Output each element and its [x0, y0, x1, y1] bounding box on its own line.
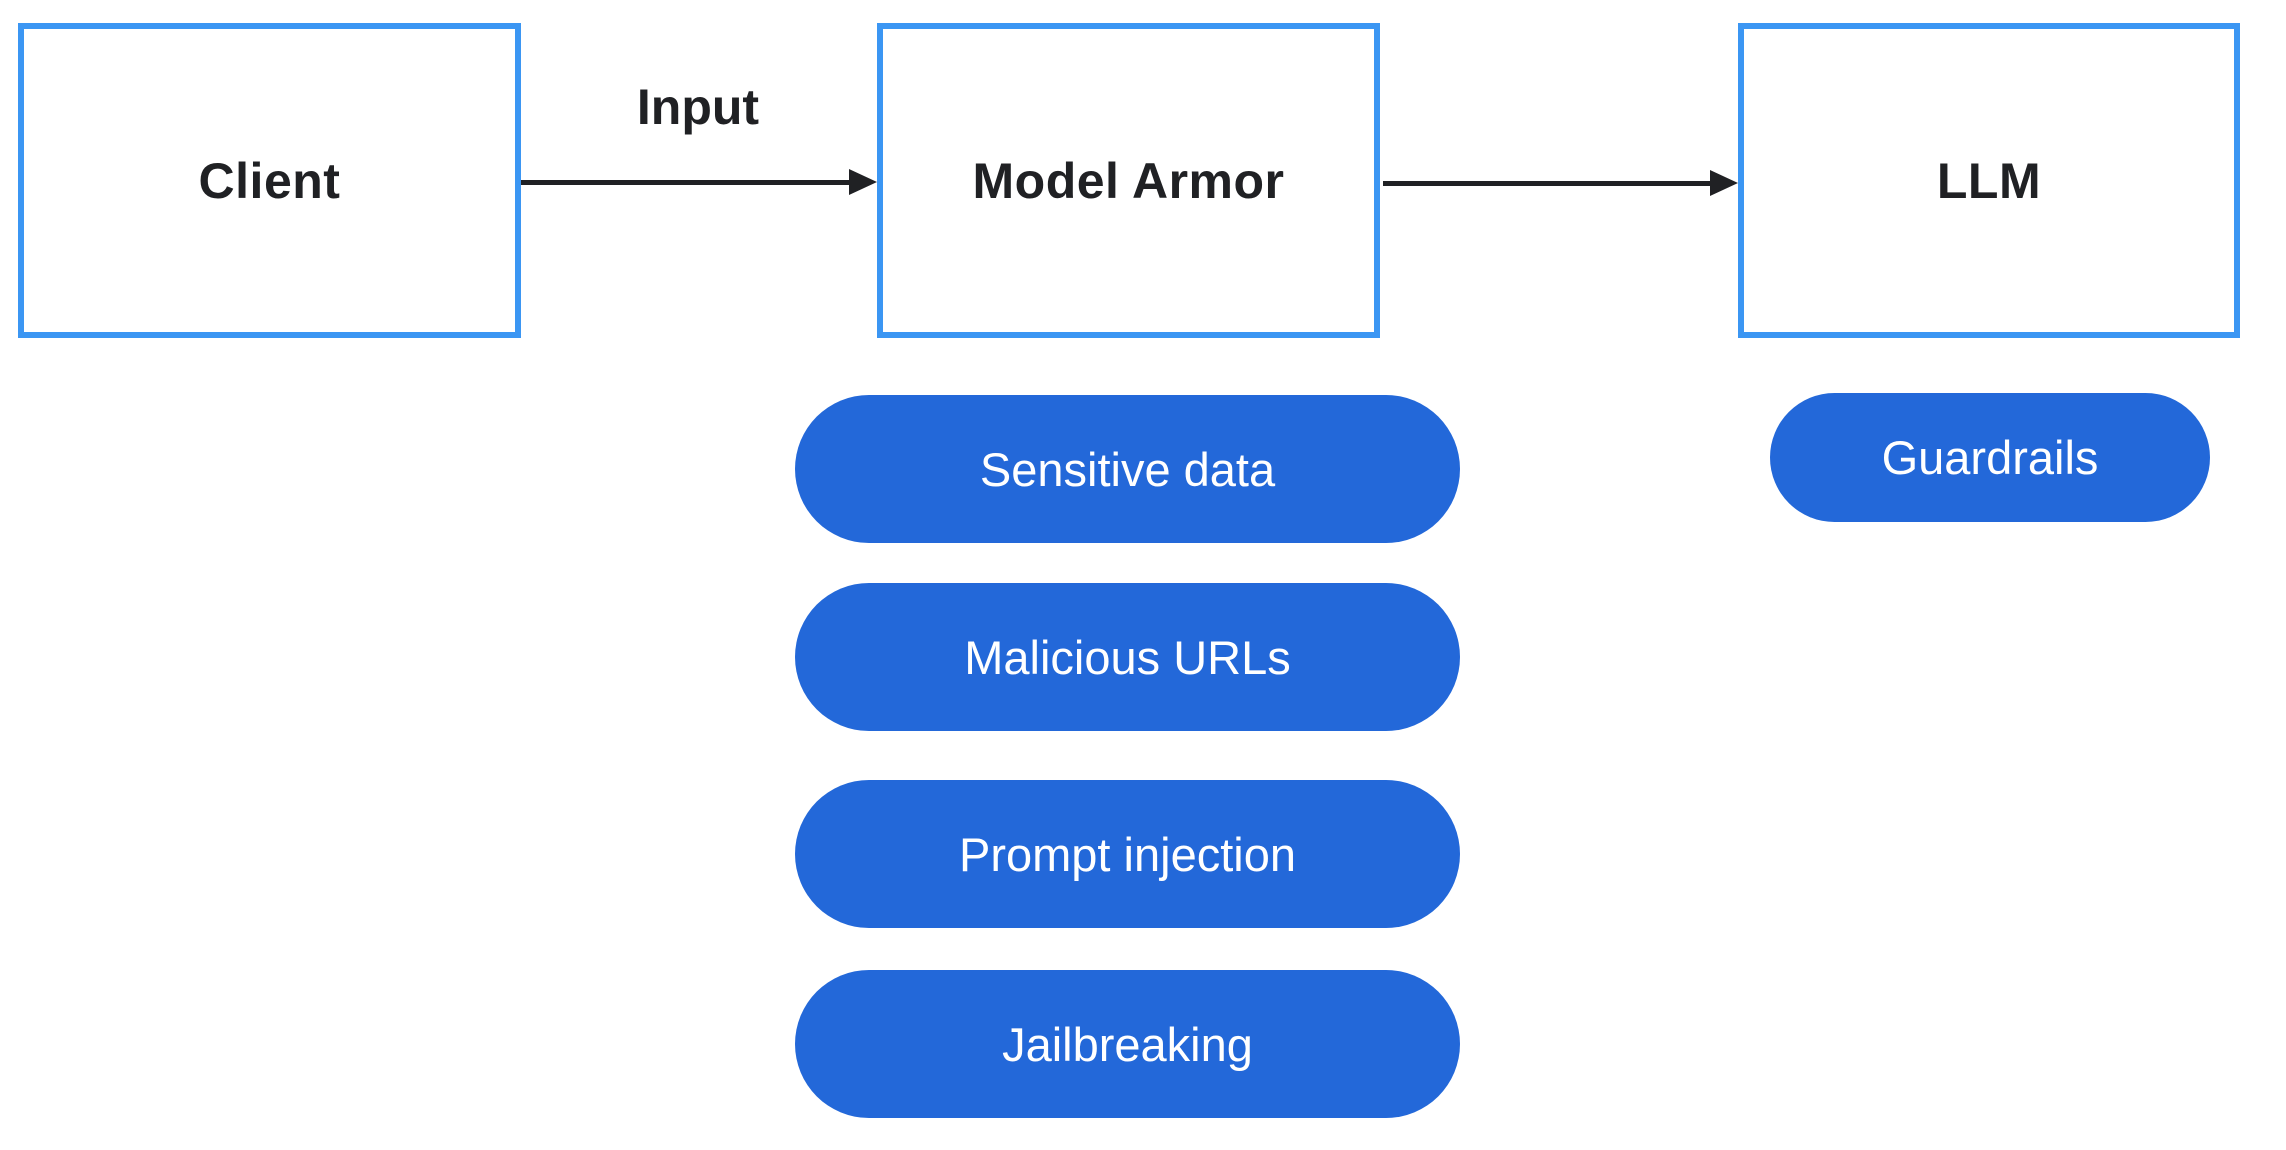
pill-sensitive-data: Sensitive data: [795, 395, 1460, 543]
node-llm: LLM: [1738, 23, 2240, 338]
pill-malicious-urls-label: Malicious URLs: [964, 630, 1291, 684]
pill-jailbreaking: Jailbreaking: [795, 970, 1460, 1118]
pill-sensitive-data-label: Sensitive data: [979, 442, 1276, 496]
pill-jailbreaking-label: Jailbreaking: [1002, 1017, 1253, 1071]
arrowhead-right-icon: [1710, 170, 1738, 196]
pill-guardrails: Guardrails: [1770, 393, 2210, 522]
arrow-model-armor-to-llm-line: [1383, 181, 1711, 186]
node-model-armor: Model Armor: [877, 23, 1380, 338]
edge-input-label: Input: [636, 79, 760, 135]
pill-guardrails-label: Guardrails: [1881, 431, 2099, 484]
node-client-label: Client: [198, 152, 341, 209]
node-llm-label: LLM: [1936, 152, 2042, 209]
node-model-armor-label: Model Armor: [972, 152, 1285, 209]
pill-prompt-injection-label: Prompt injection: [959, 827, 1296, 881]
arrowhead-right-icon: [849, 169, 877, 195]
node-client: Client: [18, 23, 521, 338]
pill-malicious-urls: Malicious URLs: [795, 583, 1460, 731]
arrow-client-to-model-armor-line: [521, 180, 851, 185]
pill-prompt-injection: Prompt injection: [795, 780, 1460, 928]
